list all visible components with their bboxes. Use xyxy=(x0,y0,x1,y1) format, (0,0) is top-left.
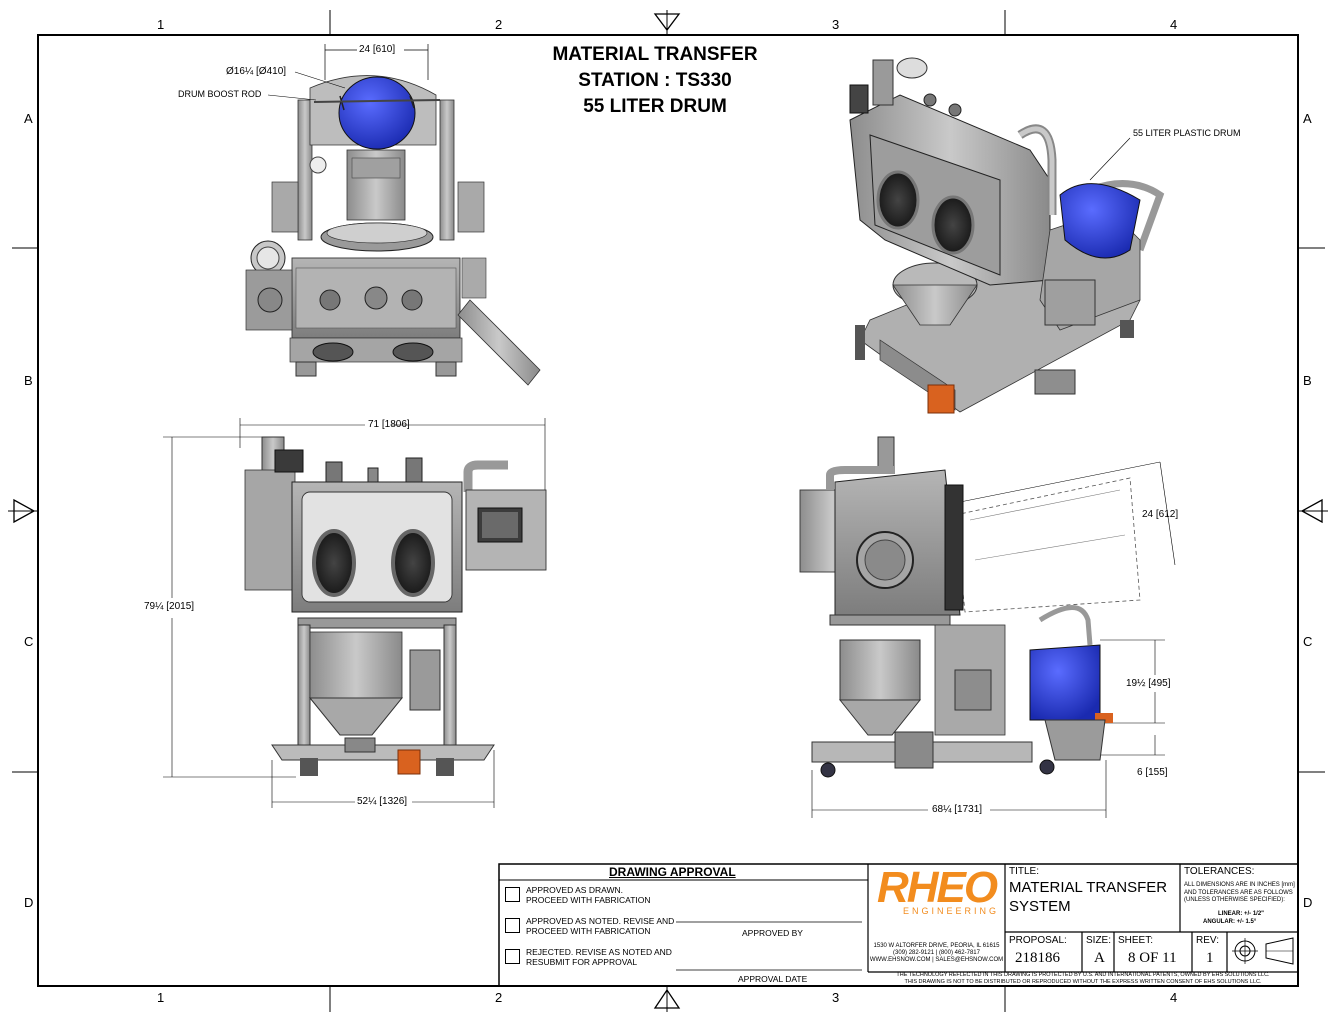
zone-left-b: B xyxy=(24,373,33,388)
tolerances-label: TOLERANCES: xyxy=(1184,866,1255,877)
zone-bottom-1: 1 xyxy=(157,990,165,1005)
approved-by-field[interactable]: APPROVED BY xyxy=(742,928,803,938)
title-label: TITLE: xyxy=(1009,866,1040,877)
top-view xyxy=(245,44,541,386)
approve-as-noted-checkbox[interactable] xyxy=(505,918,520,933)
zone-bottom-3: 3 xyxy=(832,990,840,1005)
size-value: A xyxy=(1094,950,1105,966)
zone-left-a: A xyxy=(24,111,33,126)
linear-tolerance: LINEAR: +/- 1/2" xyxy=(1218,911,1265,917)
sheet-border xyxy=(8,10,1328,1012)
dim-front-height: 79¼ [2015] xyxy=(144,601,195,612)
rejected-checkbox[interactable] xyxy=(505,949,520,964)
dim-side-drum-height: 19½ [495] xyxy=(1126,678,1171,689)
title-line-1: MATERIAL TRANSFER xyxy=(552,44,758,65)
approve-as-drawn-label: APPROVED AS DRAWN.PROCEED WITH FABRICATI… xyxy=(526,885,651,905)
side-view xyxy=(799,436,1176,818)
zone-right-d: D xyxy=(1303,895,1313,910)
front-view xyxy=(163,418,547,808)
approve-as-drawn-checkbox[interactable] xyxy=(505,887,520,902)
approval-header: DRAWING APPROVAL xyxy=(609,865,736,879)
label-drum-boost-rod: DRUM BOOST ROD xyxy=(178,89,262,99)
dim-front-width-top: 71 [1806] xyxy=(368,419,410,430)
sheet-label: SHEET: xyxy=(1118,935,1154,946)
dim-drum-diameter: Ø16¼ [Ø410] xyxy=(226,66,287,77)
zone-top-1: 1 xyxy=(157,17,165,32)
drawing-title: MATERIAL TRANSFER STATION : TS330 55 LIT… xyxy=(520,42,790,120)
sheet-value: 8 OF 11 xyxy=(1128,950,1177,966)
proposal-label: PROPOSAL: xyxy=(1009,935,1067,946)
approval-date-field[interactable]: APPROVAL DATE xyxy=(738,974,808,984)
dim-side-base: 6 [155] xyxy=(1137,767,1168,778)
tolerance-notes: ALL DIMENSIONS ARE IN INCHES [mm] AND TO… xyxy=(1184,882,1295,903)
title-line-3: 55 LITER DRUM xyxy=(583,96,727,117)
company-contact: 1530 W ALTORFER DRIVE, PEORIA, IL 61615 … xyxy=(869,943,1004,963)
zone-right-a: A xyxy=(1303,111,1312,126)
angular-tolerance: ANGULAR: +/- 1.5° xyxy=(1203,919,1257,925)
legal-notice: THE TECHNOLOGY REFLECTED IN THIS DRAWING… xyxy=(896,972,1270,985)
title-block-grid xyxy=(498,863,1299,987)
zone-right-c: C xyxy=(1303,634,1313,649)
zone-top-3: 3 xyxy=(832,17,840,32)
zone-top-2: 2 xyxy=(495,17,503,32)
proposal-value: 218186 xyxy=(1015,950,1060,966)
dim-front-width-bottom: 52¼ [1326] xyxy=(357,796,408,807)
zone-bottom-4: 4 xyxy=(1170,990,1178,1005)
zone-bottom-2: 2 xyxy=(495,990,503,1005)
dim-side-tilt: 24 [612] xyxy=(1142,509,1179,520)
zone-top-4: 4 xyxy=(1170,17,1178,32)
label-plastic-drum: 55 LITER PLASTIC DRUM xyxy=(1133,128,1241,138)
zone-left-c: C xyxy=(24,634,34,649)
rev-value: 1 xyxy=(1206,950,1214,966)
size-label: SIZE: xyxy=(1086,935,1112,946)
dim-top-width: 24 [610] xyxy=(359,44,396,55)
rev-label: REV: xyxy=(1196,935,1219,946)
isometric-view xyxy=(849,57,1165,414)
zone-left-d: D xyxy=(24,895,34,910)
dim-side-width: 68¼ [1731] xyxy=(932,804,983,815)
zone-right-b: B xyxy=(1303,373,1312,388)
title-line-2: STATION : TS330 xyxy=(578,70,732,91)
rheo-logo: RHEO ENGINEERING xyxy=(876,863,999,917)
